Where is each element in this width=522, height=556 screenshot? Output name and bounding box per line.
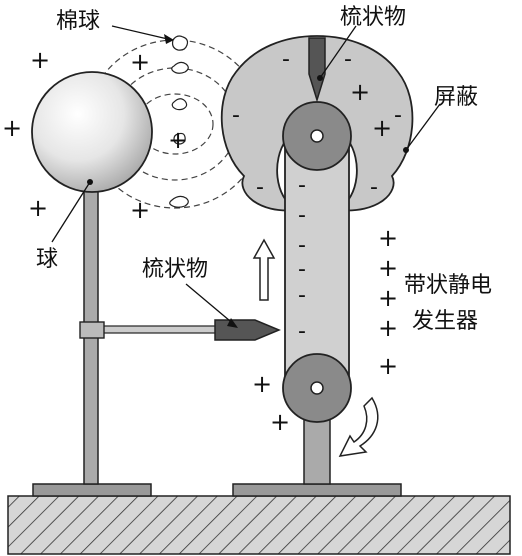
leader-arrowhead [164, 34, 174, 44]
svg-text:-: - [344, 47, 352, 72]
up-arrow-icon [252, 238, 276, 301]
label-cotton-ball: 棉球 [56, 9, 100, 34]
label-comb-left: 梳状物 [142, 257, 208, 282]
label-sphere: 球 [36, 247, 58, 272]
plus-charges: + + + + + + + + + + + + + + + [2, 46, 398, 436]
leader-dot [317, 75, 323, 81]
belt [284, 133, 350, 389]
svg-text:+: + [378, 284, 398, 312]
leader-dot [403, 147, 409, 153]
top-roller-axle [310, 129, 324, 143]
rotation-arrow-icon [338, 396, 379, 457]
label-generator-line1: 带状静电 [404, 273, 492, 298]
bottom-roller-axle [310, 381, 324, 395]
leader-arrowhead [227, 318, 238, 328]
svg-text:+: + [168, 126, 188, 154]
svg-text:+: + [270, 408, 290, 436]
svg-text:+: + [30, 46, 50, 74]
svg-text:+: + [252, 370, 272, 398]
svg-text:-: - [256, 175, 264, 200]
label-shield: 屏蔽 [434, 85, 478, 110]
svg-text:-: - [282, 47, 290, 72]
svg-text:+: + [130, 196, 150, 224]
svg-text:+: + [2, 114, 22, 142]
top-comb [308, 37, 326, 103]
leader-lines [51, 25, 441, 327]
right-support-pole [303, 417, 331, 485]
svg-text:-: - [394, 103, 402, 128]
comb-rod [97, 325, 217, 334]
svg-text:+: + [28, 194, 48, 222]
svg-text:+: + [372, 114, 392, 142]
svg-text:-: - [298, 173, 306, 198]
label-comb-top: 梳状物 [340, 5, 406, 30]
svg-text:+: + [378, 352, 398, 380]
svg-text:+: + [130, 48, 150, 76]
minus-charges: - - - - - - - - - - - - [232, 47, 402, 344]
right-base-plate [232, 483, 402, 497]
cotton-balls [169, 35, 189, 208]
svg-text:-: - [298, 319, 306, 344]
label-generator-line2: 发生器 [412, 309, 478, 334]
leader-dot [87, 179, 93, 185]
left-base-plate [32, 483, 152, 497]
svg-text:+: + [378, 314, 398, 342]
svg-text:-: - [370, 175, 378, 200]
svg-text:-: - [232, 103, 240, 128]
rod-clamp [79, 321, 105, 339]
sphere [31, 71, 153, 193]
svg-text:-: - [298, 233, 306, 258]
ground [7, 495, 511, 555]
svg-text:+: + [378, 254, 398, 282]
svg-text:+: + [350, 78, 370, 106]
svg-text:-: - [298, 257, 306, 282]
left-comb [214, 319, 281, 341]
svg-text:+: + [378, 224, 398, 252]
svg-text:-: - [298, 283, 306, 308]
svg-text:-: - [298, 203, 306, 228]
